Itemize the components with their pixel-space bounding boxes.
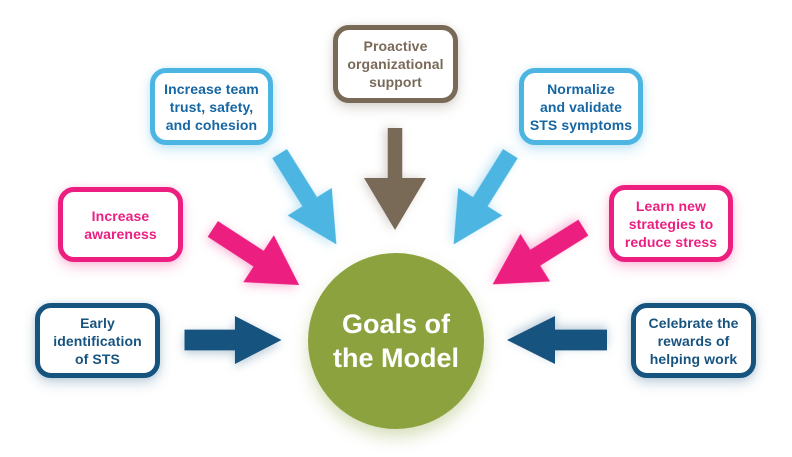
center-goals-circle: Goals of the Model (308, 253, 484, 429)
node-learn-new-strategies-reduce-stress: Learn new strategies to reduce stress (609, 185, 733, 262)
node-early-identification-of-sts: Early identification of STS (35, 303, 160, 378)
arrow-early-identification (184, 316, 282, 364)
node-increase-team-trust-safety-cohesion: Increase team trust, safety, and cohesio… (150, 68, 273, 145)
arrow-normalize-validate-sts (453, 149, 518, 245)
node-proactive-organizational-support: Proactive organizational support (333, 25, 458, 103)
node-normalize-validate-sts-symptoms: Normalize and validate STS symptoms (519, 68, 643, 145)
arrow-proactive-support (364, 128, 426, 230)
arrow-increase-awareness (207, 221, 300, 286)
node-celebrate-rewards-helping-work: Celebrate the rewards of helping work (631, 303, 756, 378)
arrow-learn-new-strategies (492, 219, 589, 285)
arrow-celebrate-rewards (507, 316, 607, 364)
arrow-increase-team-trust (272, 149, 337, 245)
node-increase-awareness: Increase awareness (58, 187, 183, 262)
